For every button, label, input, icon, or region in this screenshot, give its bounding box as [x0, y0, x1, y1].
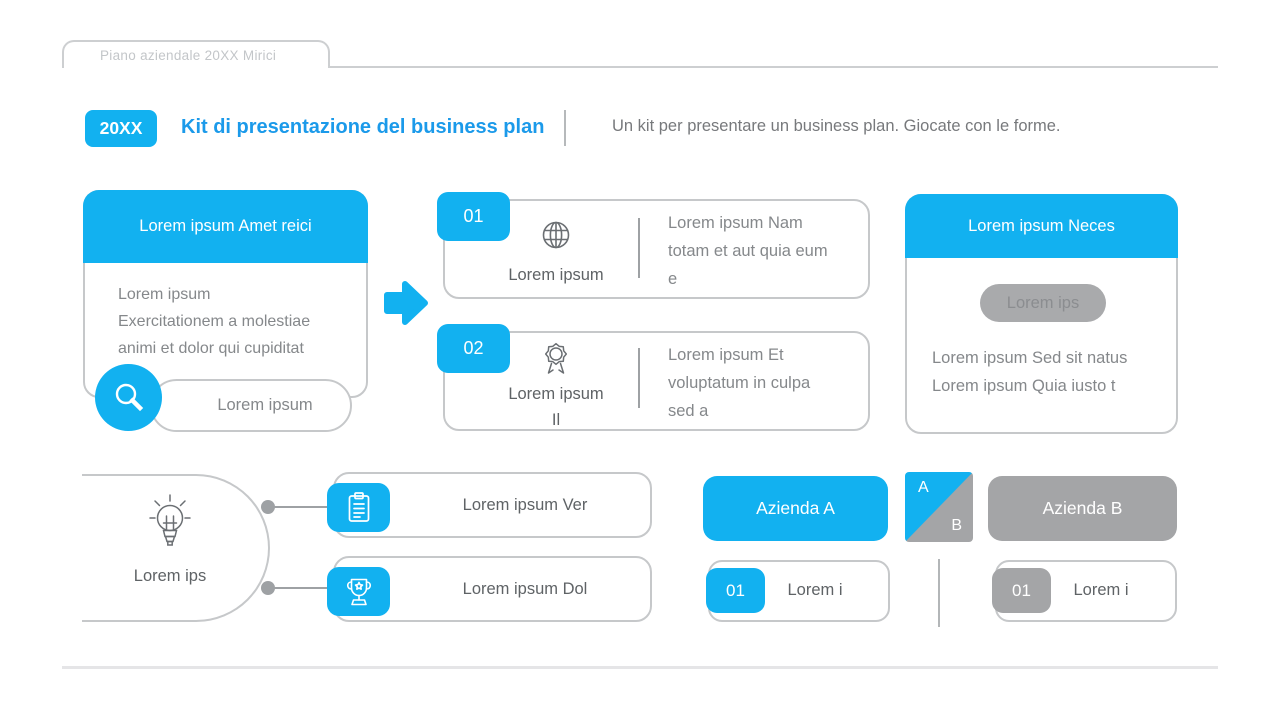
step-1-label-line: Lorem ipsum	[508, 266, 604, 284]
connector-dot	[261, 581, 275, 595]
globe-icon	[542, 221, 570, 249]
azienda-b-item-badge: 01	[992, 568, 1051, 613]
step-1-text-line: totam et aut quia eum	[668, 242, 828, 260]
slide-tab-label: Piano aziendale 20XX Mirici	[100, 47, 277, 63]
right-card-header: Lorem ipsum Neces	[905, 194, 1178, 258]
right-card-body-line: Lorem ipsum Sed sit natus	[932, 349, 1128, 367]
step-2-text-line: Lorem ipsum Et	[668, 346, 784, 364]
step-1-number-badge: 01	[437, 192, 510, 241]
split-b-label: B	[951, 517, 962, 534]
search-icon	[115, 383, 143, 411]
award-icon	[544, 342, 568, 374]
step-2-text-line: sed a	[668, 402, 709, 420]
step-1-box	[443, 199, 870, 299]
idea-item-1-label: Lorem ipsum Ver	[462, 496, 588, 514]
clipboard-icon	[348, 491, 369, 522]
trophy-icon	[346, 578, 371, 605]
idea-shape	[82, 474, 270, 622]
azienda-a-button[interactable]: Azienda A	[703, 476, 888, 541]
step-1-text-line: Lorem ipsum Nam	[668, 214, 803, 232]
search-button[interactable]	[95, 364, 162, 431]
step-2-label: Lorem ipsum Il	[481, 381, 631, 433]
left-card-header: Lorem ipsum Amet reici	[83, 190, 368, 263]
year-badge: 20XX	[85, 110, 157, 147]
left-card-body-line: animi et dolor qui cupiditat	[118, 340, 304, 357]
left-card-body-line: Lorem ipsum	[118, 286, 211, 303]
right-card-pill-label: Lorem ips	[1006, 293, 1080, 312]
split-a-label: A	[918, 479, 929, 496]
step-2-divider	[638, 348, 640, 408]
left-card-body: Lorem ipsum Exercitationem a molestiae a…	[118, 281, 358, 362]
step-1-label: Lorem ipsum	[481, 262, 631, 288]
idea-item-2-icon-plate	[327, 567, 390, 616]
slide-tab: Piano aziendale 20XX Mirici	[62, 40, 330, 68]
right-card-pill[interactable]: Lorem ips	[980, 284, 1106, 322]
page-title: Kit di presentazione del business plan	[181, 116, 545, 138]
step-2-text-line: voluptatum in culpa	[668, 374, 811, 392]
lightbulb-icon	[149, 494, 191, 546]
step-2-text: Lorem ipsum Et voluptatum in culpa sed a	[668, 341, 868, 425]
page-subtitle: Un kit per presentare un business plan. …	[612, 117, 1061, 135]
azienda-a-item-label: Lorem i	[787, 581, 843, 599]
step-1-divider	[638, 218, 640, 278]
azienda-b-item-label: Lorem i	[1073, 581, 1129, 599]
step-2-label-line: Lorem ipsum	[508, 385, 604, 403]
step-1-text-line: e	[668, 270, 678, 288]
right-card-body: Lorem ipsum Sed sit natus Lorem ipsum Qu…	[932, 344, 1162, 400]
search-pill-label: Lorem ipsum	[217, 396, 313, 414]
idea-item-1-icon-plate	[327, 483, 390, 532]
idea-item-2-label: Lorem ipsum Dol	[462, 580, 588, 598]
title-separator	[564, 110, 566, 146]
step-2-label-line: Il	[551, 411, 561, 429]
azienda-b-button[interactable]: Azienda B	[988, 476, 1177, 541]
right-card-body-line: Lorem ipsum Quia iusto t	[932, 377, 1116, 395]
step-1-text: Lorem ipsum Nam totam et aut quia eum e	[668, 209, 868, 293]
left-card-body-line: Exercitationem a molestiae	[118, 313, 311, 330]
azienda-a-item-badge: 01	[706, 568, 765, 613]
compare-divider	[938, 559, 940, 627]
arrow-right-icon	[384, 281, 428, 325]
top-divider	[62, 66, 1218, 68]
connector-line	[266, 506, 340, 508]
bottom-divider	[62, 666, 1218, 669]
step-2-box	[443, 331, 870, 431]
search-pill[interactable]: Lorem ipsum	[150, 379, 352, 432]
idea-label: Lorem ips	[133, 567, 207, 585]
connector-dot	[261, 500, 275, 514]
connector-line	[266, 587, 340, 589]
ab-split-square[interactable]: A B	[905, 472, 973, 542]
step-2-number-badge: 02	[437, 324, 510, 373]
